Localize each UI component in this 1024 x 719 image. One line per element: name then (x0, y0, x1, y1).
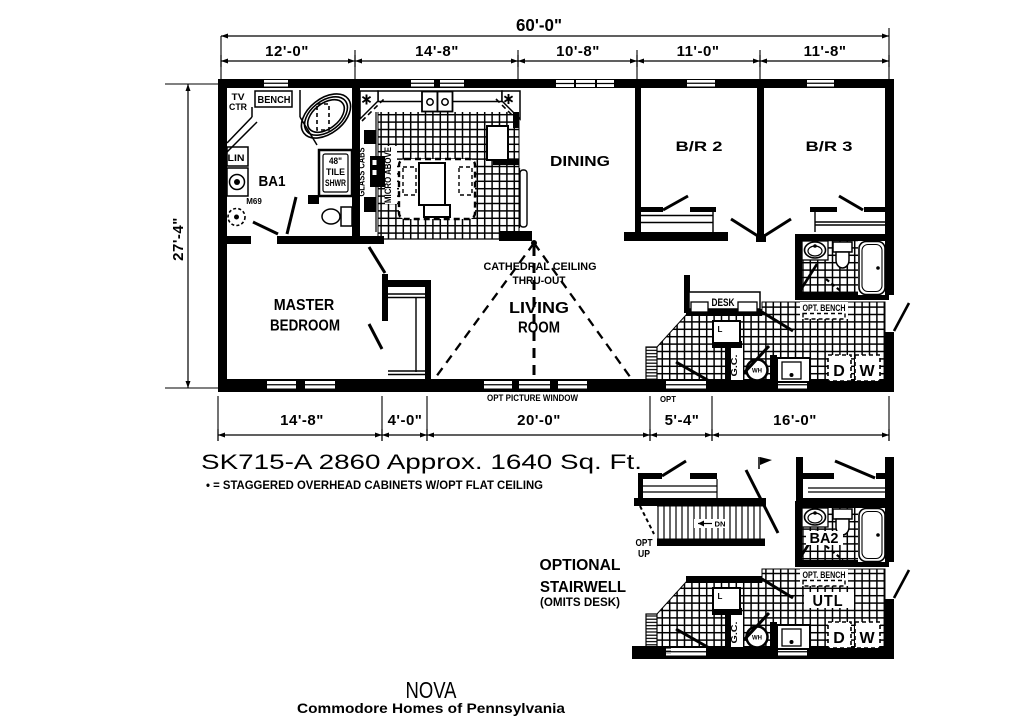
svg-text:D: D (833, 630, 845, 647)
svg-text:CTR: CTR (229, 102, 247, 113)
svg-text:B/R 2: B/R 2 (676, 138, 723, 154)
svg-text:UP: UP (638, 549, 650, 560)
svg-text:D: D (833, 363, 845, 380)
svg-text:OPT. BENCH: OPT. BENCH (803, 570, 846, 581)
svg-text:OPT: OPT (660, 394, 677, 404)
svg-text:14'-8": 14'-8" (415, 43, 459, 60)
svg-text:ROOM: ROOM (518, 320, 560, 337)
svg-text:L: L (718, 325, 723, 334)
svg-text:4'-0": 4'-0" (388, 412, 423, 429)
svg-text:TV: TV (232, 92, 246, 103)
svg-text:GLASS CABS: GLASS CABS (357, 148, 367, 197)
svg-text:• = STAGGERED OVERHEAD CABINET: • = STAGGERED OVERHEAD CABINETS W/OPT FL… (206, 478, 543, 492)
svg-text:OPT PICTURE WINDOW: OPT PICTURE WINDOW (487, 393, 578, 404)
svg-text:16'-0": 16'-0" (773, 412, 817, 429)
svg-text:WH: WH (752, 635, 762, 642)
svg-text:BEDROOM: BEDROOM (270, 318, 340, 335)
svg-text:10'-8": 10'-8" (556, 43, 600, 60)
svg-text:B/R 3: B/R 3 (806, 138, 853, 154)
svg-text:BENCH: BENCH (258, 95, 291, 106)
svg-text:DN: DN (715, 520, 726, 529)
svg-text:TILE: TILE (326, 167, 345, 177)
svg-text:G.C.: G.C. (730, 622, 739, 644)
svg-text:OPTIONAL: OPTIONAL (540, 557, 621, 574)
svg-text:OPT: OPT (636, 538, 653, 549)
svg-text:SHWR: SHWR (325, 178, 346, 188)
svg-text:NOVA: NOVA (406, 677, 458, 703)
svg-text:MASTER: MASTER (274, 297, 335, 314)
svg-text:UTL: UTL (813, 593, 844, 610)
svg-text:11'-8": 11'-8" (804, 43, 847, 60)
svg-text:STAIRWELL: STAIRWELL (540, 579, 626, 596)
svg-text:5'-4": 5'-4" (665, 412, 700, 429)
svg-text:SK715-A 2860 Approx. 1640 Sq.: SK715-A 2860 Approx. 1640 Sq. Ft. (201, 450, 642, 474)
svg-text:G.C.: G.C. (730, 355, 739, 377)
svg-text:W: W (859, 630, 875, 647)
svg-text:CATHEDRAL CEILING: CATHEDRAL CEILING (484, 261, 597, 273)
svg-text:Commodore Homes of Pennsylvani: Commodore Homes of Pennsylvania (297, 701, 566, 716)
svg-text:LIN: LIN (228, 153, 245, 164)
svg-text:L: L (718, 592, 723, 601)
svg-text:LIVING: LIVING (509, 300, 569, 317)
svg-text:THRU-OUT: THRU-OUT (513, 275, 566, 287)
svg-text:DESK: DESK (712, 297, 735, 309)
svg-text:20'-0": 20'-0" (517, 412, 561, 429)
svg-text:11'-0": 11'-0" (677, 43, 720, 60)
svg-text:W: W (859, 363, 875, 380)
svg-text:27'-4": 27'-4" (170, 217, 187, 261)
svg-text:WH: WH (752, 368, 762, 375)
svg-text:BA1: BA1 (259, 173, 286, 190)
svg-text:M69: M69 (246, 197, 262, 206)
svg-text:DINING: DINING (550, 154, 610, 170)
svg-text:BA2: BA2 (810, 530, 839, 547)
svg-text:OPT. BENCH: OPT. BENCH (803, 303, 846, 314)
svg-text:(OMITS DESK): (OMITS DESK) (540, 597, 620, 609)
svg-text:14'-8": 14'-8" (280, 412, 324, 429)
svg-text:48": 48" (329, 156, 342, 166)
svg-text:MICRO ABOVE: MICRO ABOVE (383, 147, 393, 203)
svg-text:12'-0": 12'-0" (265, 43, 309, 60)
svg-text:60'-0": 60'-0" (516, 15, 562, 35)
